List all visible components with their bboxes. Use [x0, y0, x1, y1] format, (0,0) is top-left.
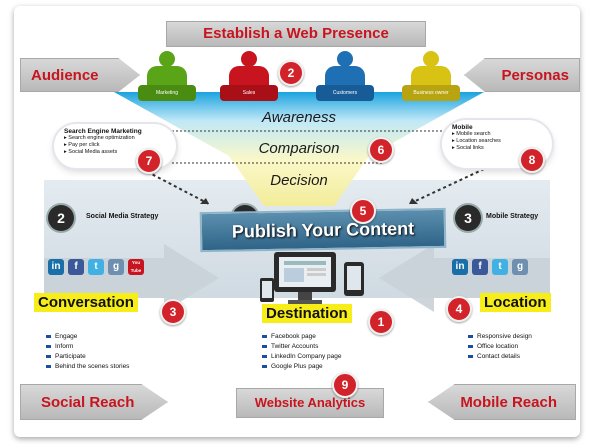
person-body-icon — [147, 66, 187, 88]
establish-web-presence-banner: Establish a Web Presence — [166, 21, 426, 47]
badge-7: 7 — [136, 148, 162, 174]
person-label: Sales — [220, 85, 278, 101]
social-strategy-number: 2 — [48, 205, 74, 231]
personas-arrow: Personas — [464, 58, 580, 92]
person-body-icon — [229, 66, 269, 88]
diagram-frame: Establish a Web Presence Audience Person… — [14, 6, 580, 437]
destination-title: Destination — [262, 304, 352, 323]
audience-arrow: Audience — [20, 58, 140, 92]
conversation-list: Engage Inform Participate Behind the sce… — [46, 332, 129, 372]
mobile-title: Mobile — [452, 124, 473, 131]
person-head-icon — [423, 51, 439, 67]
mobile-item: ▸ Mobile search — [452, 131, 491, 137]
facebook-icon: f — [472, 259, 488, 275]
location-list: Responsive design Office location Contac… — [468, 332, 532, 362]
mobile-strategy-label: Mobile Strategy — [486, 213, 539, 220]
person-label: Customers — [316, 85, 374, 101]
badge-8: 8 — [519, 147, 545, 173]
person-label: Marketing — [138, 85, 196, 101]
list-item: Behind the scenes stories — [46, 362, 129, 372]
person-business-owner: Business owner — [402, 51, 460, 103]
badge-2: 2 — [278, 60, 304, 86]
website-analytics-banner: Website Analytics — [236, 388, 384, 418]
person-body-icon — [411, 66, 451, 88]
list-item: Responsive design — [468, 332, 532, 342]
person-sales: Sales — [220, 51, 278, 103]
person-label: Business owner — [402, 85, 460, 101]
destination-list: Facebook page Twitter Accounts LinkedIn … — [262, 332, 341, 372]
social-reach-arrow: Social Reach — [20, 384, 168, 420]
google-icon: g — [108, 259, 124, 275]
list-item: Inform — [46, 342, 129, 352]
devices-icon — [260, 252, 364, 304]
badge-9: 9 — [332, 372, 358, 398]
stage-awareness: Awareness — [262, 109, 336, 126]
list-item: Contact details — [468, 352, 532, 362]
publish-content-banner: Publish Your Content — [199, 207, 447, 253]
facebook-icon: f — [68, 259, 84, 275]
twitter-icon: t — [88, 259, 104, 275]
person-head-icon — [337, 51, 353, 67]
person-head-icon — [159, 51, 175, 67]
list-item: Engage — [46, 332, 129, 342]
social-strategy-label: Social Media Strategy — [86, 213, 159, 220]
list-item: Twitter Accounts — [262, 342, 341, 352]
list-item: Office location — [468, 342, 532, 352]
list-item: Facebook page — [262, 332, 341, 342]
sem-item: ▸ Pay per click — [64, 142, 100, 148]
conversation-title: Conversation — [34, 293, 138, 312]
sem-cloud: Search Engine Marketing ▸ Search engine … — [54, 124, 176, 168]
youtube-icon: You Tube — [128, 259, 144, 275]
sem-item: ▸ Search engine optimization — [64, 135, 135, 141]
badge-4: 4 — [446, 296, 472, 322]
stage-comparison: Comparison — [258, 140, 340, 157]
badge-6: 6 — [368, 137, 394, 163]
mobile-item: ▸ Social links — [452, 145, 484, 151]
linkedin-icon: in — [48, 259, 64, 275]
funnel-shape — [114, 92, 484, 206]
twitter-icon: t — [492, 259, 508, 275]
sem-item: ▸ Social Media assets — [64, 149, 118, 155]
person-marketing: Marketing — [138, 51, 196, 103]
stage-decision: Decision — [270, 172, 328, 189]
list-item: Google Plus page — [262, 362, 341, 372]
badge-1: 1 — [368, 309, 394, 335]
badge-5: 5 — [350, 198, 376, 224]
badge-3: 3 — [160, 299, 186, 325]
person-customers: Customers — [316, 51, 374, 103]
person-body-icon — [325, 66, 365, 88]
list-item: Participate — [46, 352, 129, 362]
person-head-icon — [241, 51, 257, 67]
mobile-strategy-number: 3 — [455, 205, 481, 231]
linkedin-icon: in — [452, 259, 468, 275]
location-title: Location — [480, 293, 551, 312]
google-icon: g — [512, 259, 528, 275]
mobile-reach-arrow: Mobile Reach — [428, 384, 576, 420]
sem-title: Search Engine Marketing — [64, 128, 142, 135]
mobile-item: ▸ Location searches — [452, 138, 501, 144]
list-item: LinkedIn Company page — [262, 352, 341, 362]
